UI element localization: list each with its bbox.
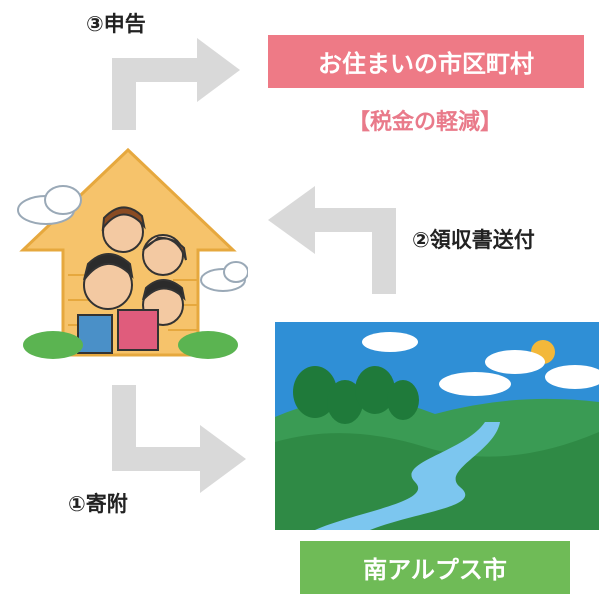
step3-label: ③申告 [86, 12, 146, 36]
arrow-step2-icon [268, 186, 396, 294]
tax-reduction-label: 【税金の軽減】 [347, 110, 502, 135]
arrow-step1-icon [112, 385, 246, 493]
city-label: 南アルプス市 [363, 556, 507, 584]
municipality-label: お住まいの市区町村 [318, 50, 534, 78]
family-house-illustration [17, 147, 248, 359]
arrow-step3-icon [112, 38, 240, 130]
city-box: 南アルプス市 [300, 541, 570, 594]
step1-label: ①寄附 [68, 492, 128, 516]
step2-label: ②領収書送付 [412, 228, 535, 252]
landscape-illustration [275, 322, 599, 530]
municipality-box: お住まいの市区町村 [268, 35, 584, 88]
